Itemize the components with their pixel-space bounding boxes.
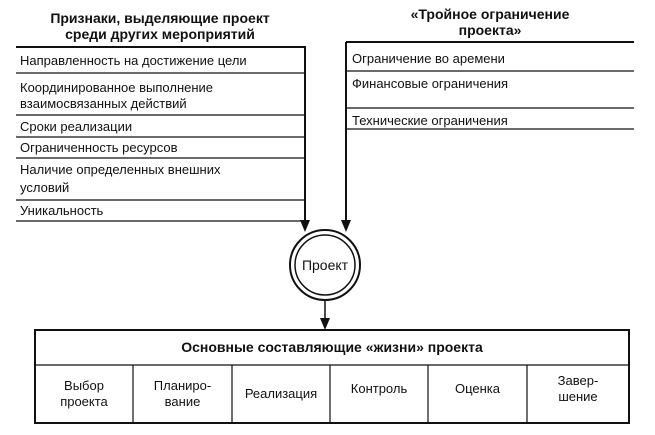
cell-line: шение [558, 389, 598, 404]
list-item: Финансовые ограничения [352, 76, 509, 91]
cell-line: вание [164, 394, 201, 409]
arrow-down-icon [320, 318, 330, 330]
list-item: Сроки реализации [20, 119, 133, 134]
project-label: Проект [301, 257, 349, 273]
right-block-title: «Тройное ограничение проекта» [380, 6, 600, 38]
cell-line: Планиро- [153, 378, 212, 393]
cell-line: Контроль [350, 381, 408, 396]
table-cell: Оценка [428, 365, 527, 423]
list-item: взаимосвязанных действий [20, 96, 187, 111]
cell-line: Реализация [244, 386, 318, 401]
list-item: Уникальность [20, 203, 104, 218]
table-cell: Контроль [330, 365, 428, 423]
list-item: Ограниченность ресурсов [20, 140, 178, 155]
table-border [34, 329, 630, 424]
table-cell: Планиро-вание [133, 365, 232, 423]
project-circle-inner [294, 234, 356, 296]
list-item: условий [20, 180, 70, 195]
list-item: Ограничение во аремени [352, 51, 505, 66]
cell-line: Завер- [557, 373, 599, 388]
list-item: Технические ограничения [352, 113, 508, 128]
list-item: Координированное выполнение [20, 80, 214, 95]
list-item: Направленность на достижение цели [20, 53, 247, 68]
arrow-down-icon [341, 220, 351, 232]
table-cell: Реализация [232, 365, 330, 423]
list-item: Наличие определенных внешних [20, 162, 221, 177]
left-block-title: Признаки, выделяющие проект среди других… [20, 10, 300, 42]
cell-line: Оценка [454, 381, 501, 396]
title-line: «Тройное ограничение [410, 6, 570, 22]
title-line: проекта» [458, 22, 522, 38]
arrow-down-icon [300, 220, 310, 232]
table-header: Основные составляющие «жизни» проекта [181, 339, 483, 355]
cell-line: проекта [60, 394, 108, 409]
cell-line: Выбор [64, 378, 104, 393]
title-line: среди других мероприятий [65, 26, 255, 42]
title-line: Признаки, выделяющие проект [50, 10, 270, 26]
table-cell: Завер-шение [527, 365, 629, 423]
